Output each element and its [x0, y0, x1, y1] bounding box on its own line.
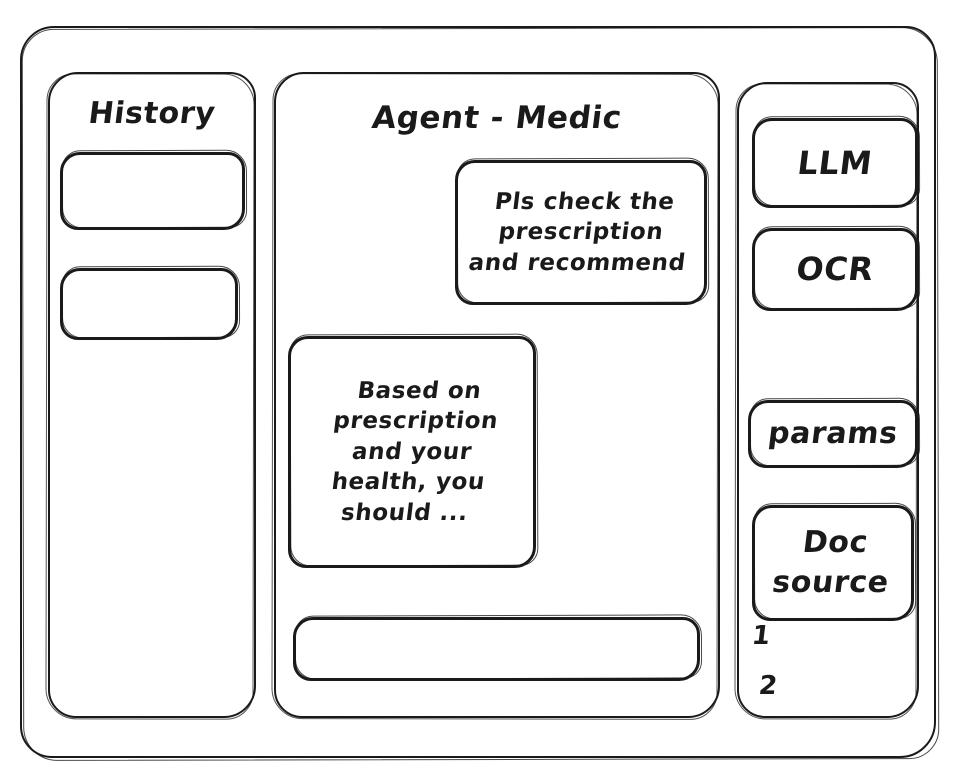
agent-message-bubble: Based on prescription and your health, y… — [288, 333, 539, 568]
history-panel-title: History — [86, 96, 218, 131]
user-message-text: Pls check the prescription and recommend — [467, 188, 688, 276]
agent-message-text: Based on prescription and your health, y… — [330, 378, 500, 526]
page-title: Agent - Medic — [370, 100, 624, 136]
history-item-label — [56, 268, 243, 340]
tool-params-button[interactable]: params — [748, 397, 921, 468]
tool-doc-source-label: Doc source — [770, 525, 891, 600]
user-message-bubble: Pls check the prescription and recommend — [455, 157, 710, 305]
tool-llm-button[interactable]: LLM — [752, 115, 921, 208]
doc-source-entry-1[interactable]: 1 — [750, 621, 773, 651]
tool-ocr-button[interactable]: OCR — [752, 225, 921, 311]
tool-params-label: params — [766, 416, 900, 452]
tool-llm-label: LLM — [795, 143, 875, 182]
tool-ocr-label: OCR — [794, 250, 876, 289]
history-item[interactable] — [60, 265, 241, 340]
message-input[interactable] — [293, 614, 703, 681]
history-item[interactable] — [60, 149, 248, 230]
history-item-label — [55, 152, 250, 230]
message-input-value — [289, 617, 704, 681]
doc-source-entry-2[interactable]: 2 — [757, 671, 780, 701]
tool-doc-source-button[interactable]: Doc source — [752, 502, 917, 621]
